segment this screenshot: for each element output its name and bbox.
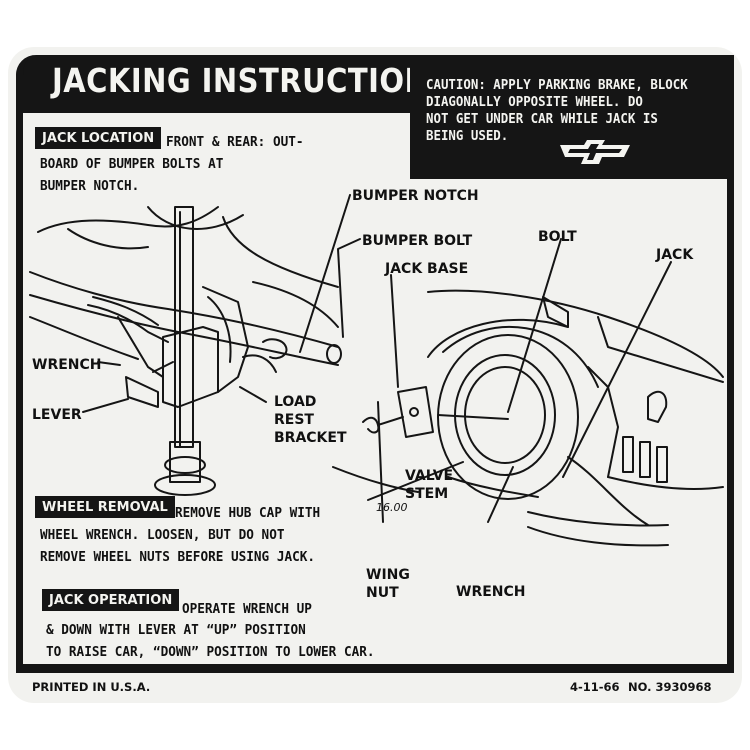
label-lever: LEVER (32, 407, 82, 423)
jacking-instructions-decal: JACKING INSTRUCTIONS CAUTION: APPLY PARK… (8, 47, 742, 703)
jack-location-text: BOARD OF BUMPER BOLTS AT BUMPER NOTCH. (40, 156, 224, 194)
footer-date: 4-11-66 (570, 680, 620, 694)
jack-operation-text: & DOWN WITH LEVER AT “UP” POSITION TO RA… (46, 622, 375, 660)
footer-part-number: NO. 3930968 (628, 680, 712, 694)
decal-title: JACKING INSTRUCTIONS (52, 61, 451, 100)
jack-operation-first-line: OPERATE WRENCH UP (182, 601, 312, 617)
jacking-diagram (29, 194, 724, 547)
label-bumper-bolt: BUMPER BOLT (362, 233, 473, 249)
jack-location-tag: JACK LOCATION (35, 127, 162, 149)
label-tire-size: 16.00 (376, 501, 408, 514)
caution-text: CAUTION: APPLY PARKING BRAKE, BLOCK DIAG… (426, 77, 688, 144)
footer-divider (23, 664, 727, 668)
decal-frame (16, 55, 734, 673)
label-bumper-notch: BUMPER NOTCH (352, 188, 479, 204)
label-bolt: BOLT (538, 229, 577, 245)
label-jack: JACK (656, 247, 694, 263)
jack-operation-tag: JACK OPERATION (42, 589, 180, 611)
label-valve-stem: VALVE STEM (405, 468, 454, 502)
footer-printed: PRINTED IN U.S.A. (32, 680, 151, 694)
label-jack-base: JACK BASE (385, 261, 469, 277)
label-load-rest-bracket: LOAD REST BRACKET (274, 394, 347, 446)
chevrolet-bowtie-icon (560, 140, 630, 164)
label-wing-nut: WING NUT (366, 567, 410, 601)
caution-box: CAUTION: APPLY PARKING BRAKE, BLOCK DIAG… (410, 55, 734, 179)
wheel-removal-text: WHEEL WRENCH. LOOSEN, BUT DO NOT REMOVE … (40, 527, 316, 565)
label-wrench-left: WRENCH (32, 357, 102, 373)
wheel-removal-tag: WHEEL REMOVAL (35, 496, 175, 518)
wheel-removal-first-line: REMOVE HUB CAP WITH (175, 505, 321, 521)
jack-location-first-line: FRONT & REAR: OUT- (166, 134, 304, 150)
label-wrench-right: WRENCH (456, 584, 526, 600)
